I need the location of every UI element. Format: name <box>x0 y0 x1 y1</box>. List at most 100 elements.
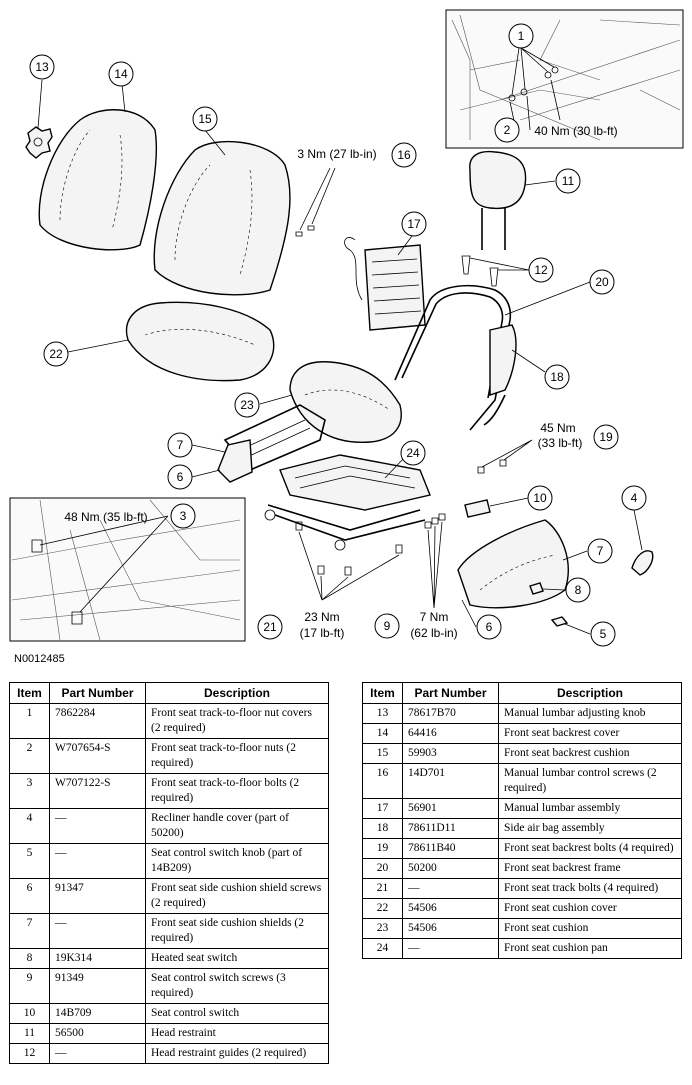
torque-label-9a: 7 Nm <box>420 610 449 624</box>
callout-number: 7 <box>597 544 604 558</box>
callout-circle <box>593 424 619 450</box>
callout-circle <box>400 440 426 466</box>
part-number-cell: 64416 <box>402 723 499 744</box>
callout-circle <box>508 23 534 49</box>
callout-circle <box>29 54 55 80</box>
item-cell: 10 <box>9 1003 50 1024</box>
description-cell: Front seat side cushion shields (2 requi… <box>145 913 329 949</box>
callout-6: 6 <box>167 464 193 490</box>
description-cell: Front seat track bolts (4 required) <box>498 878 682 899</box>
table-row: 24—Front seat cushion pan <box>362 938 682 959</box>
cushion-frame-drawing <box>191 404 326 483</box>
item-cell: 12 <box>9 1043 50 1064</box>
header-item: Item <box>362 682 403 704</box>
part-number-cell: 56901 <box>402 798 499 819</box>
torque-label-9b: (62 lb-in) <box>410 626 457 640</box>
callout-3: 3 <box>170 503 196 529</box>
callout-16: 16 <box>391 142 417 168</box>
torque-label-21b: (17 lb-ft) <box>300 626 345 640</box>
callout-10: 10 <box>527 485 553 511</box>
table-header-row: Item Part Number Description <box>9 682 329 704</box>
callout-circle <box>391 142 417 168</box>
inset-floor-bolts <box>9 497 246 642</box>
callout-circle <box>528 257 554 283</box>
part-number-cell: 78611D11 <box>402 818 499 839</box>
item-cell: 19 <box>362 838 403 859</box>
callout-circle <box>108 61 134 87</box>
torque-label-2: 40 Nm (30 lb-ft) <box>534 124 617 138</box>
callout-circle <box>565 577 591 603</box>
item-cell: 7 <box>9 913 50 949</box>
callout-number: 20 <box>595 275 609 289</box>
item-cell: 22 <box>362 898 403 919</box>
description-cell: Front seat cushion cover <box>498 898 682 919</box>
item-cell: 5 <box>9 843 50 879</box>
callout-number: 10 <box>533 491 547 505</box>
callout-14: 14 <box>108 61 134 87</box>
callout-number: 9 <box>384 619 391 633</box>
item-cell: 4 <box>9 808 50 844</box>
callout-circle <box>192 106 218 132</box>
table-header-row: Item Part Number Description <box>362 682 682 704</box>
description-cell: Front seat track-to-floor bolts (2 requi… <box>145 773 329 809</box>
callout-2: 2 <box>494 117 520 143</box>
part-number-cell: W707122-S <box>49 773 146 809</box>
callout-4: 4 <box>621 485 647 511</box>
item-cell: 3 <box>9 773 50 809</box>
description-cell: Recliner handle cover (part of 50200) <box>145 808 329 844</box>
backrest-bolts-drawing <box>477 439 533 474</box>
callout-circle <box>527 485 553 511</box>
callout-number: 3 <box>180 509 187 523</box>
item-cell: 8 <box>9 948 50 969</box>
header-part-number: Part Number <box>402 682 499 704</box>
callout-18: 18 <box>544 364 570 390</box>
switch-screws-drawing <box>424 513 446 609</box>
callout-number: 21 <box>263 620 277 634</box>
item-cell: 20 <box>362 858 403 879</box>
description-cell: Front seat cushion <box>498 918 682 939</box>
header-item: Item <box>9 682 50 704</box>
callout-7: 7 <box>587 538 613 564</box>
callout-number: 22 <box>49 347 63 361</box>
recliner-handle-cover-drawing <box>631 509 654 576</box>
torque-label-21a: 23 Nm <box>304 610 339 624</box>
description-cell: Front seat track-to-floor nuts (2 requir… <box>145 738 329 774</box>
torque-label-19a: 45 Nm <box>540 421 575 435</box>
torque-label-16: 3 Nm (27 lb-in) <box>297 147 376 161</box>
part-number-cell: 19K314 <box>49 948 146 969</box>
item-cell: 18 <box>362 818 403 839</box>
table-row: 7—Front seat side cushion shields (2 req… <box>9 913 329 949</box>
part-number-cell: — <box>402 938 499 959</box>
callout-13: 13 <box>29 54 55 80</box>
inset-floor-nuts <box>445 9 684 149</box>
callout-circle <box>476 614 502 640</box>
callout-23: 23 <box>234 392 260 418</box>
callout-19: 19 <box>593 424 619 450</box>
part-number-cell: 59903 <box>402 743 499 764</box>
part-number-cell: 91349 <box>49 968 146 1004</box>
lumbar-assembly-drawing <box>344 235 426 331</box>
callout-7: 7 <box>167 432 193 458</box>
callout-number: 8 <box>575 583 582 597</box>
description-cell: Front seat side cushion shield screws (2… <box>145 878 329 914</box>
description-cell: Manual lumbar assembly <box>498 798 682 819</box>
description-cell: Seat control switch <box>145 1003 329 1024</box>
callout-circle <box>544 364 570 390</box>
right-side-shield-drawing <box>457 519 588 628</box>
part-number-cell: 91347 <box>49 878 146 914</box>
exploded-seat-diagram: 1234567891011121314151617181920212223246… <box>9 9 684 665</box>
callout-21: 21 <box>257 614 283 640</box>
backrest-cushion-drawing <box>153 129 291 296</box>
callout-circle <box>590 621 616 647</box>
callout-circle <box>374 613 400 639</box>
